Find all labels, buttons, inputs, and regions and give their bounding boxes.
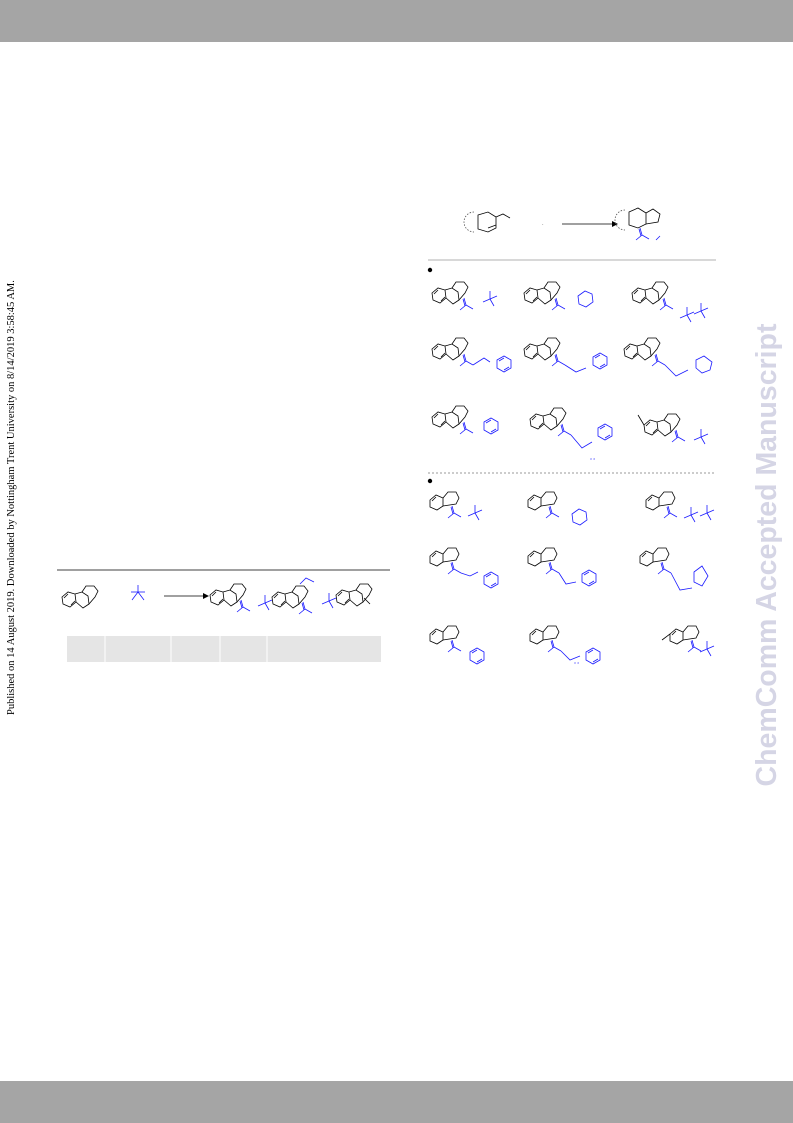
reaction-arrow (562, 221, 618, 227)
footer-bar (0, 1081, 793, 1123)
header-bar (0, 0, 793, 42)
scheme-dot: · (542, 223, 544, 228)
section-bullet-2 (427, 478, 433, 484)
scheme-reactant (463, 211, 511, 233)
dot-label-2: ° ° (574, 663, 579, 668)
section-bullet-1 (427, 267, 433, 273)
results-table-header (67, 636, 381, 662)
scheme-product (614, 207, 661, 241)
dot-label-1: ° ° (590, 459, 595, 464)
table-reaction-arrow (164, 593, 209, 599)
reagent-tbu (131, 585, 145, 601)
